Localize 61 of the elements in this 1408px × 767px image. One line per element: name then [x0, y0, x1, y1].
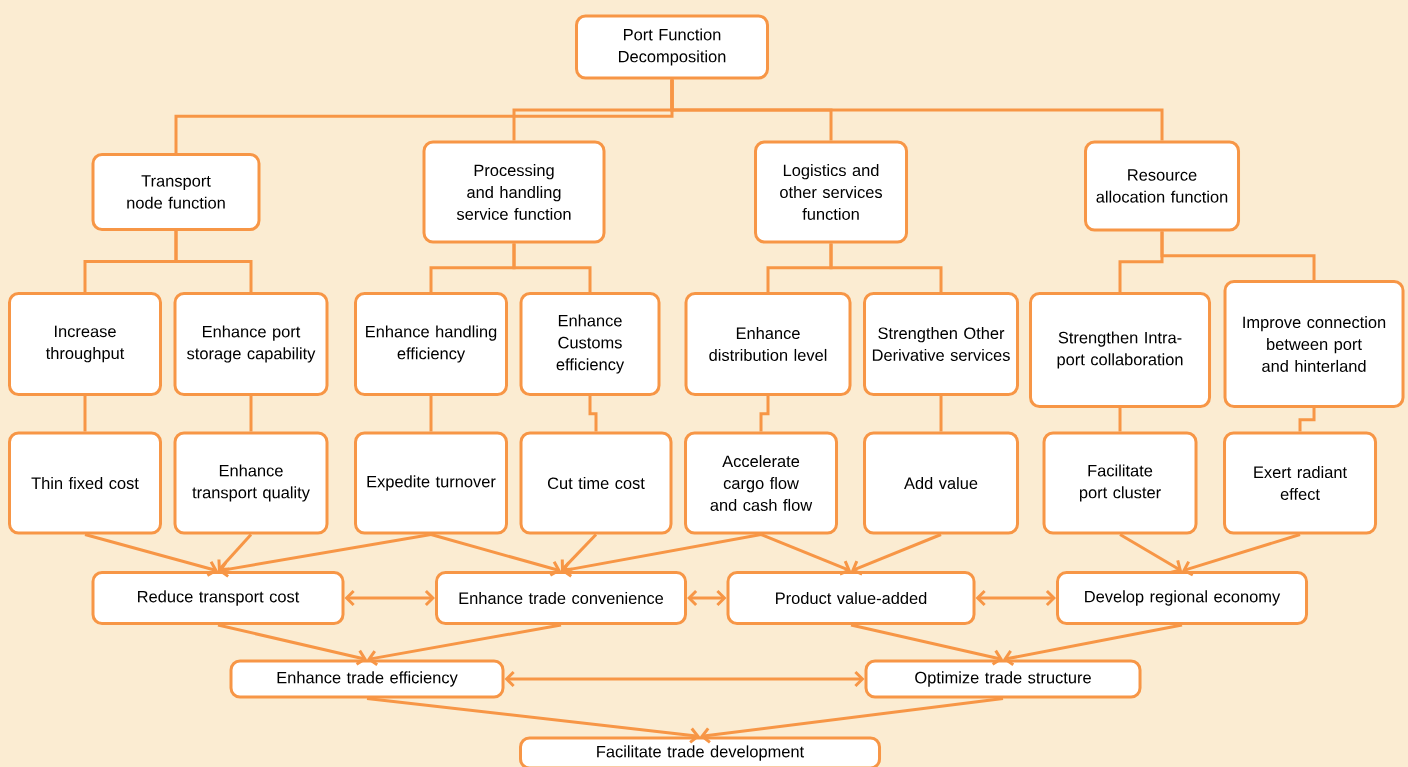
arrow — [851, 533, 942, 576]
text-box: Enhance handling efficiency — [354, 292, 508, 396]
connector-line — [512, 243, 592, 292]
text-box: Increase throughput — [8, 292, 162, 396]
arrow — [1003, 623, 1183, 666]
connector-line — [588, 396, 598, 432]
connector-line — [939, 396, 943, 432]
connector-line — [1160, 231, 1316, 280]
text-box: Reduce transport cost — [91, 571, 345, 625]
text-box: Product value-added — [726, 571, 976, 625]
arrow — [366, 697, 700, 744]
text-box: Add value — [863, 431, 1019, 535]
arrow — [218, 533, 432, 578]
text-box: Processing and handling service function — [422, 140, 606, 244]
text-box: Transport node function — [91, 153, 261, 231]
connector-line — [759, 396, 770, 432]
text-box: Facilitate port cluster — [1042, 431, 1198, 535]
text-box: Enhance trade convenience — [435, 571, 687, 625]
double-arrow — [975, 589, 1056, 607]
text-box: Strengthen Intra-port collaboration — [1029, 292, 1211, 408]
text-box: Facilitate trade development — [519, 736, 881, 767]
text-box: Enhance port storage capability — [173, 292, 329, 396]
text-box: Resource allocation function — [1084, 140, 1240, 232]
arrow — [217, 623, 367, 666]
arrow — [850, 623, 1003, 666]
connector-line — [829, 243, 943, 292]
arrow — [1182, 533, 1301, 577]
double-arrow — [687, 589, 727, 607]
text-box: Cut time cost — [519, 431, 673, 535]
connector-line — [83, 396, 87, 432]
double-arrow — [504, 670, 865, 688]
connector-line — [429, 396, 433, 432]
connector-line — [670, 79, 1164, 141]
text-box: Enhance distribution level — [684, 292, 852, 396]
arrow — [430, 533, 561, 577]
connector-line — [174, 231, 253, 292]
connector-line — [1298, 408, 1316, 432]
text-box: Enhance trade efficiency — [229, 659, 505, 699]
arrow — [1119, 533, 1182, 574]
arrow — [700, 697, 1004, 744]
text-box: Enhance transport quality — [173, 431, 329, 535]
text-box: Exert radiant effect — [1223, 431, 1377, 535]
connector-line — [249, 396, 253, 432]
text-box: Accelerate cargo flow and cash flow — [684, 431, 838, 535]
text-box: Enhance Customs efficiency — [519, 292, 661, 396]
text-box: Optimize trade structure — [864, 659, 1142, 699]
arrow — [560, 533, 598, 571]
text-box: Expedite turnover — [354, 431, 508, 535]
arrow — [367, 623, 562, 667]
connector-line — [1118, 408, 1122, 432]
text-box: Improve connection between port and hinterland — [1223, 280, 1405, 408]
text-box: Develop regional economy — [1056, 571, 1308, 625]
arrow — [84, 533, 218, 577]
arrow — [760, 533, 851, 576]
text-box: Logistics and other services function — [754, 140, 908, 244]
text-box: Thin fixed cost — [8, 431, 162, 535]
text-box: Strengthen Other Derivative services — [863, 292, 1019, 396]
arrow — [561, 533, 762, 578]
text-box: Port Function Decomposition — [575, 14, 769, 80]
double-arrow — [344, 589, 435, 607]
arrow — [217, 533, 253, 571]
